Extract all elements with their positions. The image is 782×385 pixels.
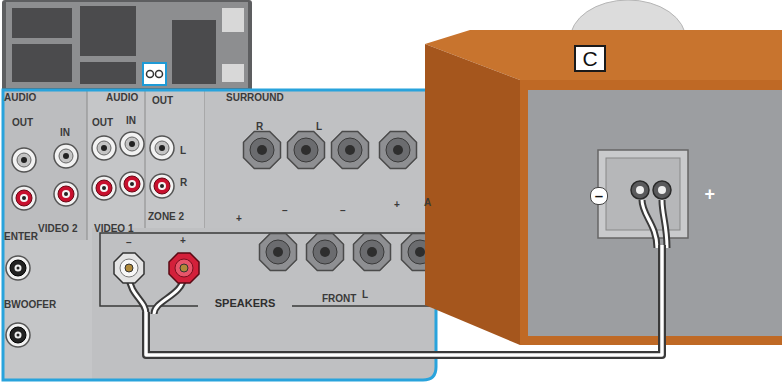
terminal-plate-inset <box>606 158 680 230</box>
speaker-wire <box>642 200 657 248</box>
rca-jack <box>12 148 36 172</box>
receiver-detail <box>12 44 72 82</box>
rca-jack <box>12 186 36 210</box>
panel-label: BWOOFER <box>4 300 56 310</box>
rca-jack <box>120 172 144 196</box>
receiver-detail <box>222 64 244 82</box>
node-text: + <box>704 185 715 203</box>
receiver-detail <box>12 8 72 38</box>
panel-label: – <box>282 206 288 216</box>
panel-label: – <box>340 206 346 216</box>
panel-label: – <box>126 238 132 248</box>
binding-post <box>307 234 344 271</box>
node-text: – <box>590 187 608 205</box>
rca-jack <box>150 174 174 198</box>
terminal-icon <box>156 71 163 78</box>
speaker-post <box>631 181 649 199</box>
speaker-terminal-plate: –+ <box>588 150 715 245</box>
panel-label: VIDEO 1 <box>94 224 133 234</box>
speaker-terminal-section: SPEAKERS <box>90 228 400 312</box>
panel-label: L <box>180 146 186 156</box>
rca-jack <box>6 323 30 347</box>
zoom-outline <box>3 90 436 380</box>
cabinet-panel <box>528 90 782 336</box>
panel-section <box>3 90 87 240</box>
panel-label: L <box>362 290 368 300</box>
panel-label: + <box>236 214 242 224</box>
rca-jack <box>54 182 78 206</box>
panel-label: OUT <box>12 118 33 128</box>
panel-label: FRONT <box>322 294 356 304</box>
panel-label: OUT <box>152 96 173 106</box>
center-terminal <box>114 253 144 283</box>
rca-jack <box>6 256 30 280</box>
panel-divider <box>145 90 146 240</box>
rca-jack <box>92 136 116 160</box>
panel-label: + <box>180 236 186 246</box>
speaker-wire <box>662 200 667 248</box>
panel-label: IN <box>126 116 136 126</box>
speaker-post <box>636 186 644 194</box>
binding-post <box>332 132 369 169</box>
speaker-label-box: C <box>574 45 606 72</box>
binding-post <box>244 132 281 169</box>
receiver-panel <box>6 2 248 88</box>
bracket-line <box>100 233 440 296</box>
panel-label: ZONE 2 <box>148 212 184 222</box>
speaker-wire <box>642 200 657 248</box>
binding-post <box>354 234 391 271</box>
panel-label: ENTER <box>4 232 38 242</box>
rca-jack <box>54 144 78 168</box>
terminal-plate <box>598 150 688 238</box>
rca-jack <box>120 132 144 156</box>
rca-jack <box>150 136 174 160</box>
panel-label: IN <box>60 128 70 138</box>
receiver-detail <box>80 6 136 56</box>
panel-label: R <box>180 178 187 188</box>
panel-section <box>205 90 445 228</box>
cabinet-side <box>425 44 520 345</box>
panel-label: R <box>256 122 263 132</box>
node-text: C <box>576 47 604 70</box>
panel-divider <box>87 90 88 240</box>
panel-label: + <box>394 200 400 210</box>
binding-post <box>260 234 297 271</box>
receiver-detail <box>172 20 216 84</box>
cabinet-front <box>520 80 782 345</box>
receiver-body <box>2 0 252 92</box>
speaker-post <box>653 181 671 199</box>
terminal-icon <box>147 71 154 78</box>
node-text: SPEAKERS <box>90 297 400 309</box>
panel-label: A <box>424 198 431 208</box>
center-terminal <box>169 253 199 283</box>
panel-label: VIDEO 2 <box>38 224 77 234</box>
receiver-detail <box>80 62 136 84</box>
panel-label: OUT <box>92 118 113 128</box>
rca-jack <box>92 176 116 200</box>
binding-post <box>288 132 325 169</box>
receiver-detail <box>222 8 244 32</box>
zoom-content <box>3 90 445 385</box>
panel-label: AUDIO <box>4 93 36 103</box>
speaker-wire <box>662 200 667 248</box>
binding-post <box>380 132 417 169</box>
panel-label: AUDIO <box>106 93 138 103</box>
panel-label: L <box>316 122 322 132</box>
panel-label: SURROUND <box>226 93 284 103</box>
highlight-box <box>143 63 166 85</box>
speaker-post <box>658 186 666 194</box>
